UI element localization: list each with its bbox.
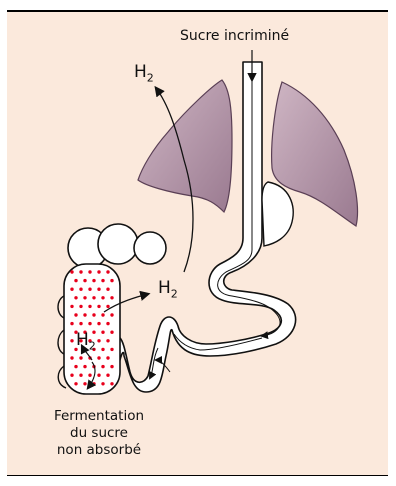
fermentation-dot	[110, 313, 113, 316]
fermentation-dot	[92, 279, 95, 282]
fermentation-dot	[101, 279, 104, 282]
fermentation-dot	[70, 270, 73, 273]
fermentation-line-3: non absorbé	[28, 442, 170, 459]
fermentation-dot	[106, 339, 109, 342]
fermentation-dot	[88, 270, 91, 273]
fermentation-dot	[106, 288, 109, 291]
fermentation-dot	[70, 356, 73, 359]
fermentation-dot	[74, 382, 77, 385]
fermentation-dot	[101, 331, 104, 334]
fermentation-dot	[83, 382, 86, 385]
fermentation-dot	[106, 270, 109, 273]
fermentation-dot	[110, 348, 113, 351]
fermentation-dot	[79, 305, 82, 308]
fermentation-dot	[97, 374, 100, 377]
fermentation-dot	[92, 296, 95, 299]
fermentation-dot	[70, 322, 73, 325]
fermentation-label: Fermentation du sucre non absorbé	[28, 408, 170, 459]
fermentation-dot	[88, 322, 91, 325]
fermentation-dot	[74, 313, 77, 316]
fermentation-dot	[97, 270, 100, 273]
fermentation-dot	[97, 356, 100, 359]
fermentation-dot	[106, 356, 109, 359]
fermentation-dot	[101, 348, 104, 351]
stomach-pouch	[262, 182, 293, 246]
fermentation-dot	[79, 288, 82, 291]
fermentation-dot	[83, 296, 86, 299]
fermentation-dot	[79, 374, 82, 377]
fermentation-dot	[101, 313, 104, 316]
fermentation-dot	[110, 331, 113, 334]
fermentation-dot	[110, 365, 113, 368]
fermentation-dot	[88, 305, 91, 308]
fermentation-dot	[70, 339, 73, 342]
fermentation-dot	[101, 365, 104, 368]
fermentation-dot	[110, 296, 113, 299]
fermentation-dot	[83, 279, 86, 282]
fermentation-dot	[70, 374, 73, 377]
fermentation-dot	[88, 288, 91, 291]
fermentation-dot	[97, 322, 100, 325]
fermentation-dot	[110, 279, 113, 282]
fermentation-dot	[83, 365, 86, 368]
ascending-colon	[58, 264, 120, 394]
fermentation-dot	[79, 356, 82, 359]
fermentation-dot	[106, 322, 109, 325]
fermentation-dot	[74, 279, 77, 282]
fermentation-dot	[79, 270, 82, 273]
fermentation-dot	[70, 288, 73, 291]
fermentation-dot	[92, 313, 95, 316]
fermentation-dot	[110, 382, 113, 385]
fermentation-dot	[106, 374, 109, 377]
fermentation-dot	[74, 296, 77, 299]
fermentation-line-1: Fermentation	[28, 408, 170, 425]
fermentation-dot	[74, 365, 77, 368]
fermentation-dot	[88, 374, 91, 377]
fermentation-dot	[97, 339, 100, 342]
fermentation-dot	[101, 382, 104, 385]
fermentation-dot	[101, 296, 104, 299]
fermentation-dot	[79, 322, 82, 325]
fermentation-line-2: du sucre	[28, 425, 170, 442]
fermentation-dot	[97, 288, 100, 291]
fermentation-dot	[70, 305, 73, 308]
left-lung	[138, 80, 232, 212]
h2-lungs-label: H2	[134, 62, 154, 84]
fermentation-dot	[92, 382, 95, 385]
fermentation-dot	[106, 305, 109, 308]
fermentation-dot	[97, 305, 100, 308]
sugar-label: Sucre incriminé	[180, 28, 289, 44]
h2-left-label: H2	[76, 330, 96, 352]
fermentation-dot	[83, 313, 86, 316]
h2-colon-label: H2	[158, 278, 178, 300]
transverse-colon	[68, 224, 166, 268]
